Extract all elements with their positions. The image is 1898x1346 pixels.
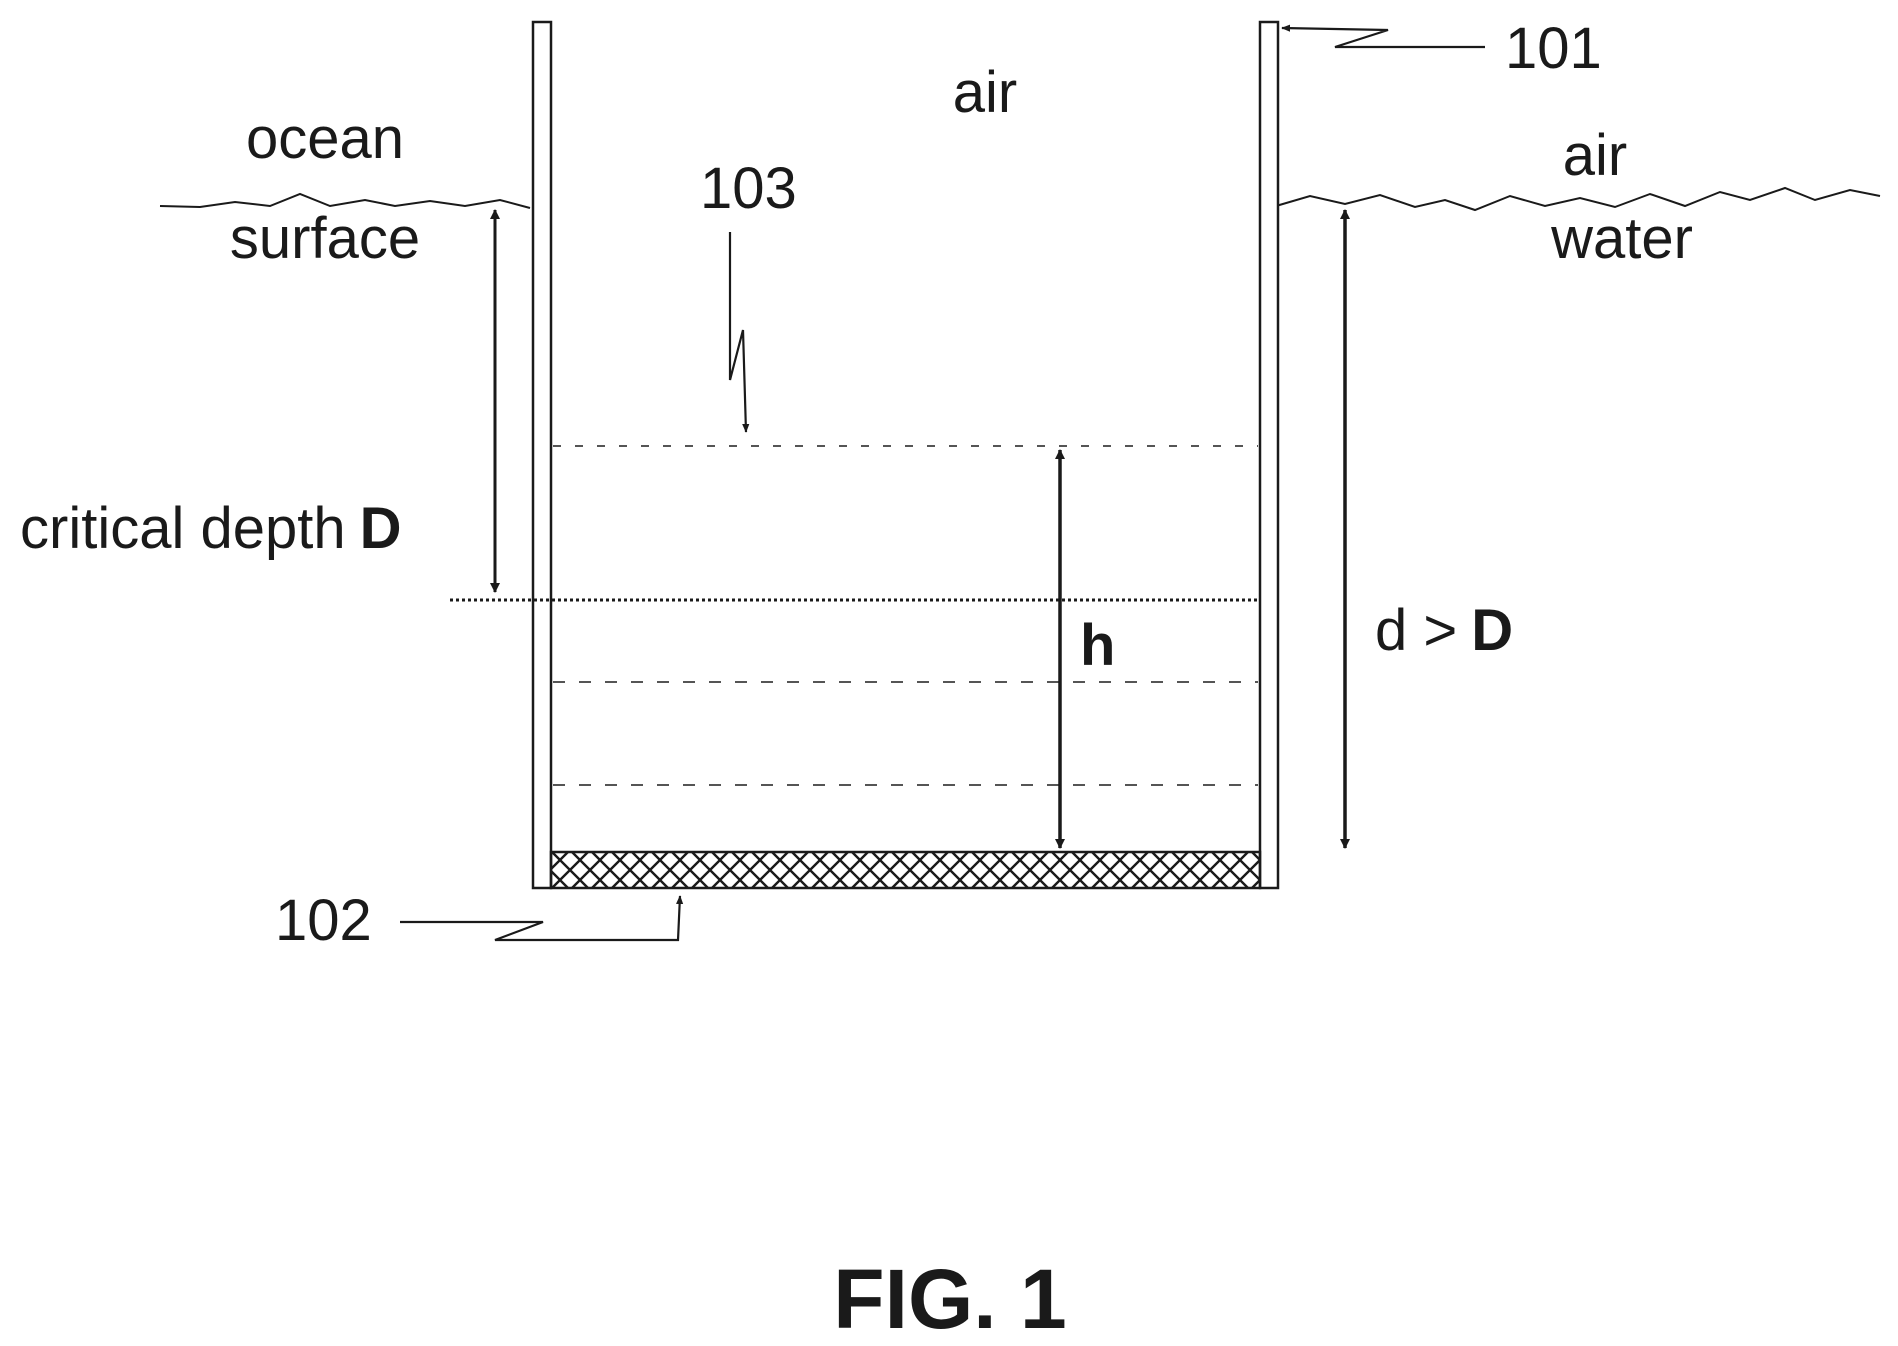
label-air-top: air [953, 60, 1017, 125]
label-critical-depth: critical depthD [20, 496, 402, 561]
critical-depth-symbol: D [360, 496, 402, 561]
figure-caption: FIG. 1 [833, 1252, 1066, 1341]
ref-numeral-102: 102 [275, 888, 372, 953]
leader-102 [400, 896, 680, 940]
label-d-greater-D: d >D [1375, 598, 1513, 663]
leader-103 [730, 232, 746, 432]
label-ocean: ocean [246, 106, 404, 171]
critical-depth-text: critical depth [20, 496, 346, 561]
label-air-right: air [1563, 123, 1627, 188]
container-wall-right [1260, 22, 1278, 888]
label-surface: surface [230, 206, 420, 271]
container-wall-left [533, 22, 551, 888]
ref-numeral-103: 103 [700, 156, 797, 221]
ref-numeral-101: 101 [1505, 16, 1602, 81]
d-text: d > [1375, 598, 1457, 663]
leader-101 [1282, 28, 1485, 47]
label-h: h [1080, 613, 1115, 678]
d-symbol: D [1471, 598, 1513, 663]
container-bottom-hatched [551, 852, 1260, 888]
label-water-right: water [1550, 206, 1693, 271]
